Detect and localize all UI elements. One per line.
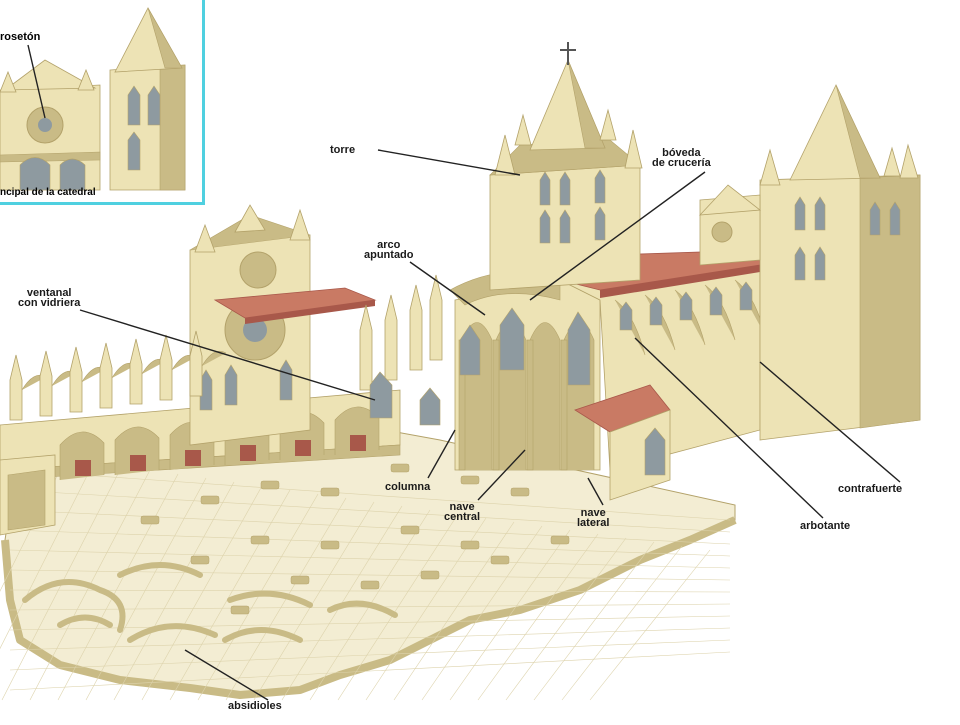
leader-arbotante xyxy=(634,337,824,519)
column-bases xyxy=(140,463,570,615)
label-contrafuerte: contrafuerte xyxy=(838,483,903,495)
central-tower xyxy=(489,42,643,291)
leader-nave-central xyxy=(477,449,526,501)
label-columna: columna xyxy=(385,481,431,493)
inset-caption: ncipal de la catedral xyxy=(0,187,96,198)
leader-boveda xyxy=(529,171,706,301)
leader-absidioles xyxy=(184,649,269,701)
central-nave xyxy=(369,271,601,471)
leader-nave-lateral xyxy=(587,477,604,506)
floor-plan xyxy=(0,419,737,701)
label-torre: torre xyxy=(330,144,356,156)
facade-inset-illustration xyxy=(0,7,186,191)
leader-arco xyxy=(409,261,486,316)
right-tower xyxy=(699,84,921,441)
facade-inset: rosetón ncipal de la catedral xyxy=(0,0,205,205)
apse-chapels xyxy=(22,562,398,643)
label-absidioles: absidioles xyxy=(228,700,282,712)
leader-lines xyxy=(27,44,901,701)
left-buttresses xyxy=(9,274,443,421)
leader-ventanal xyxy=(79,309,376,401)
leader-columna xyxy=(427,429,456,479)
label-arbotante: arbotante xyxy=(800,520,851,532)
leader-torre xyxy=(377,149,521,176)
transept-facade xyxy=(189,204,377,446)
label-roseton: rosetón xyxy=(0,31,41,43)
leader-contrafuerte xyxy=(759,361,901,483)
